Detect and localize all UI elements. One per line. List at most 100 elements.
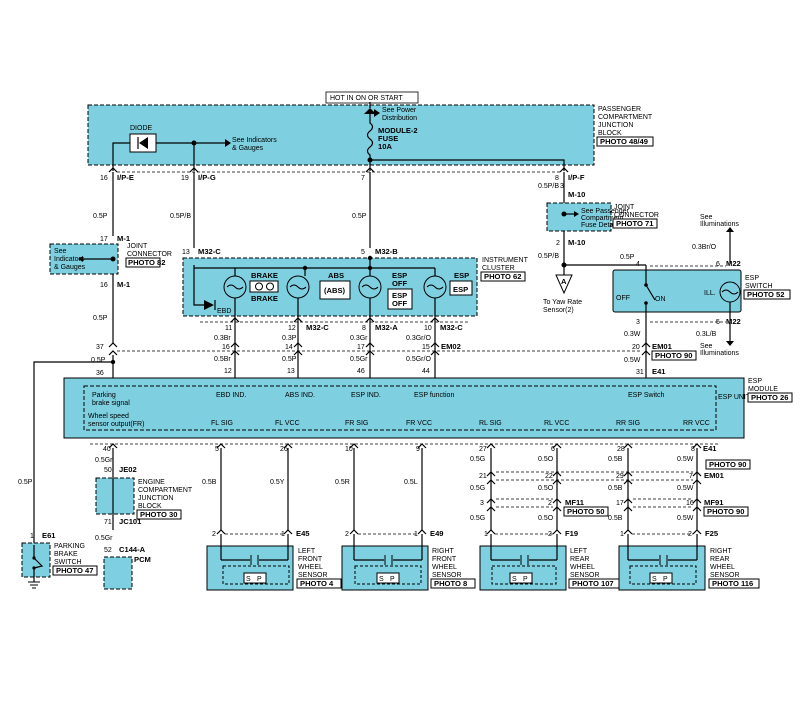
svg-text:10: 10	[424, 325, 432, 332]
svg-text:OFF: OFF	[392, 279, 408, 288]
wire-label: 0.5W	[677, 515, 694, 522]
svg-text:RR SIG: RR SIG	[616, 420, 640, 427]
svg-text:(ABS): (ABS)	[324, 286, 346, 295]
conn: E45	[296, 529, 310, 538]
photo: PHOTO 90	[707, 507, 744, 516]
svg-text:OFF: OFF	[392, 299, 408, 308]
wire-label: 0.5G	[470, 456, 485, 463]
wire-label: 0.5B	[608, 515, 623, 522]
svg-text:S: S	[379, 576, 384, 583]
svg-text:LEFT: LEFT	[298, 548, 316, 555]
wire-label: 0.5B	[608, 456, 623, 463]
svg-text:8: 8	[362, 325, 366, 332]
wire-label: 0.5W	[677, 485, 694, 492]
wire-label: 0.5Gr	[95, 535, 113, 542]
svg-text:FR SIG: FR SIG	[345, 420, 368, 427]
svg-text:P: P	[523, 576, 528, 583]
ecjb-title-1: ENGINE	[138, 479, 165, 486]
wire-label: 0.3Gr	[350, 335, 368, 342]
pbs-title-2: BRAKE	[54, 551, 78, 558]
diode-label: DIODE	[130, 125, 153, 132]
wire-label: 0.5Br	[214, 356, 231, 363]
jc-left-photo: PHOTO 82	[128, 258, 165, 267]
svg-text:8: 8	[691, 446, 695, 453]
ecjb-title-3: JUNCTION	[138, 495, 173, 502]
wire-label: 0.3L/B	[696, 331, 717, 338]
wire-label: 0.5Gr	[350, 356, 368, 363]
svg-text:6: 6	[551, 446, 555, 453]
parking-1: Parking	[92, 392, 116, 399]
parking-2: brake signal	[92, 400, 130, 407]
wire-label: 0.5Gr/O	[406, 356, 431, 363]
pin: 4	[636, 261, 640, 268]
cluster-title-2: CLUSTER	[482, 265, 515, 272]
svg-text:BRAKE: BRAKE	[251, 271, 278, 280]
conn: E49	[430, 529, 444, 538]
svg-text:19: 19	[181, 175, 189, 182]
pcm-label: PCM	[134, 555, 151, 564]
conn: M-10	[568, 190, 585, 199]
jc-right-see-2: Compartment	[581, 215, 623, 222]
brake-lamp: BRAKE BRAKE	[223, 271, 279, 303]
esp-function: ESP function	[414, 392, 454, 399]
svg-text:I/P-G: I/P-G	[198, 173, 216, 182]
svg-text:P: P	[663, 576, 668, 583]
esp-switch-photo: PHOTO 52	[747, 290, 784, 299]
see-power-2: Distribution	[382, 115, 417, 122]
svg-text:26: 26	[280, 446, 288, 453]
esp-module-title-1: ESP	[748, 378, 762, 385]
svg-text:11: 11	[225, 325, 232, 332]
svg-text:SENSOR: SENSOR	[710, 572, 740, 579]
svg-text:I/P-E: I/P-E	[117, 173, 134, 182]
wire-label: 0.5B	[608, 485, 623, 492]
wire-label: 0.5P/B	[538, 253, 559, 260]
wire-label: 0.5W	[624, 357, 641, 364]
svg-text:RL SIG: RL SIG	[479, 420, 502, 427]
on-label: ON	[655, 296, 666, 303]
fuse-name: MODULE-2	[378, 126, 418, 135]
svg-text:REAR: REAR	[570, 556, 589, 563]
em01-rear-pins: 21 22 29 7	[479, 471, 702, 485]
svg-text:12: 12	[288, 325, 296, 332]
see-power-1: See Power	[382, 107, 417, 114]
svg-text:9: 9	[416, 446, 420, 453]
svg-text:21: 21	[479, 473, 487, 480]
svg-text:BLOCK: BLOCK	[598, 130, 622, 137]
joint-connector-right	[546, 202, 612, 232]
ebd-ind: EBD IND.	[216, 392, 246, 399]
svg-text:PHOTO 107: PHOTO 107	[572, 579, 614, 588]
pin: 3	[560, 183, 564, 190]
svg-text:SENSOR: SENSOR	[432, 572, 462, 579]
pin: 3	[636, 319, 640, 326]
conn: JE02	[119, 465, 137, 474]
wire-label: 0.5G	[470, 485, 485, 492]
wire-label: 0.5Y	[270, 479, 285, 486]
off-label: OFF	[616, 295, 630, 302]
fuse-rating: 10A	[378, 142, 392, 151]
esp-off-lamp: ESP OFF ESP OFF	[358, 271, 413, 310]
esp-module-photo: PHOTO 26	[751, 393, 788, 402]
conn: E41	[703, 444, 717, 453]
svg-text:FRONT: FRONT	[432, 556, 457, 563]
see-ill-top-2: Illuminations	[700, 221, 739, 228]
engine-junction-block	[95, 477, 135, 515]
svg-text:SENSOR: SENSOR	[570, 572, 600, 579]
svg-text:PHOTO 8: PHOTO 8	[434, 579, 467, 588]
svg-text:PHOTO 116: PHOTO 116	[712, 579, 753, 588]
esp-sig-labels: FL SIG FL VCC FR SIG FR VCC RL SIG RL VC…	[211, 420, 710, 427]
wire-label: 0.5P	[282, 356, 297, 363]
wire-label: 0.3P	[282, 335, 297, 342]
conn: EM01	[704, 471, 725, 480]
svg-text:PHOTO 4: PHOTO 4	[300, 579, 334, 588]
svg-text:16: 16	[686, 500, 694, 507]
svg-text:5: 5	[215, 446, 219, 453]
svg-text:FR VCC: FR VCC	[406, 420, 432, 427]
svg-text:RL VCC: RL VCC	[544, 420, 569, 427]
svg-text:COMPARTMENT: COMPARTMENT	[598, 114, 653, 121]
svg-text:RR VCC: RR VCC	[683, 420, 710, 427]
pin: 13	[182, 249, 190, 256]
svg-text:PASSENGER: PASSENGER	[598, 106, 641, 113]
